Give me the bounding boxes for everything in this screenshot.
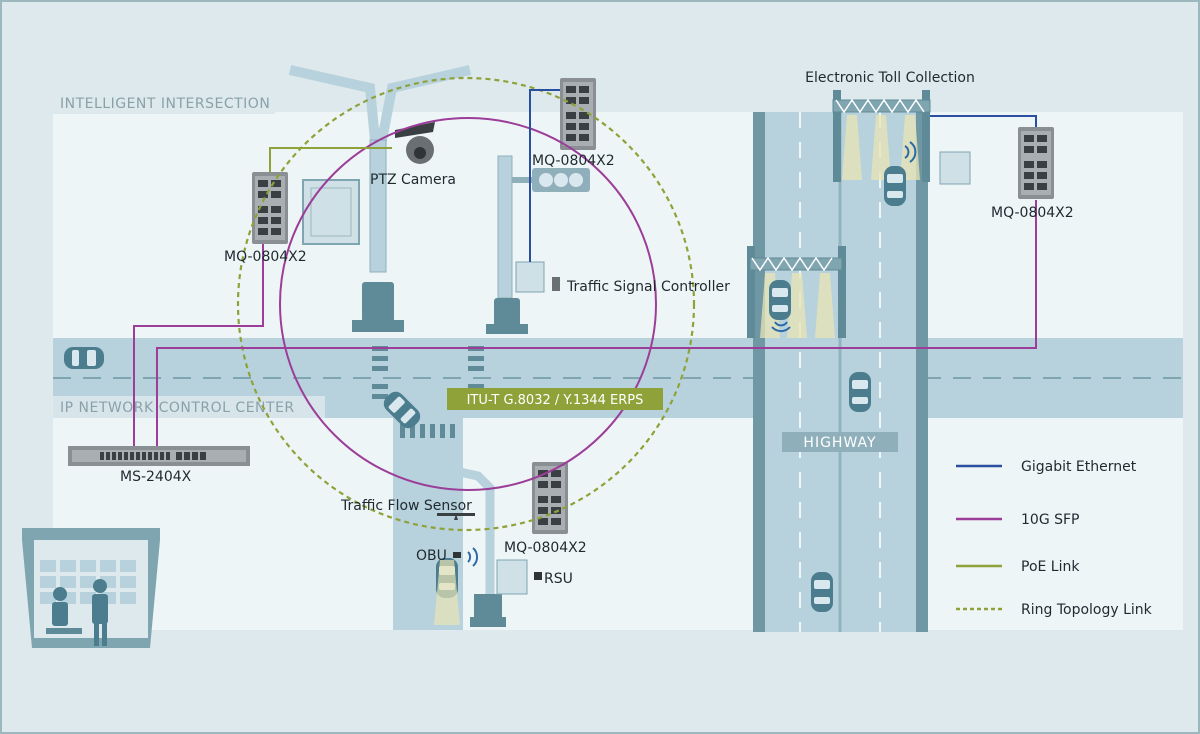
switch-left-icon <box>252 172 288 244</box>
control-center-zone-label: IP NETWORK CONTROL CENTER <box>60 400 295 416</box>
gigabit-link-toll <box>930 115 1037 127</box>
rsu-label: RSU <box>544 571 573 587</box>
legend: Gigabit Ethernet 10G SFP PoE Link Ring T… <box>956 459 1153 618</box>
ring-topology-link <box>236 76 696 532</box>
switch-bottom-label: MQ-0804X2 <box>504 540 587 556</box>
ptz-camera-icon <box>395 122 435 164</box>
road-car-1 <box>64 347 104 369</box>
signal-controller-box <box>515 261 545 293</box>
intersection-lower-zone <box>463 418 753 630</box>
signal-controller-label: Traffic Signal Controller <box>566 279 730 295</box>
signal-controller-icon <box>552 277 560 291</box>
switch-bottom-icon <box>532 462 568 534</box>
gigabit-link-signal <box>529 89 560 262</box>
toll-gantry-middle <box>747 246 846 338</box>
intersection-zone <box>53 112 753 338</box>
control-room-icon <box>22 528 160 648</box>
ptz-camera-label: PTZ Camera <box>370 172 456 188</box>
highway-car-1 <box>884 166 906 206</box>
sfp-link-right <box>156 200 1037 446</box>
erps-label: ITU-T G.8032 / Y.1344 ERPS <box>467 393 644 408</box>
switch-top-label: MQ-0804X2 <box>532 153 615 169</box>
intersection-tab <box>53 92 275 114</box>
poe-link <box>269 147 392 172</box>
highway-right-zone <box>928 112 1183 338</box>
core-switch-label: MS-2404X <box>120 469 192 485</box>
highway-label-bg <box>782 432 898 452</box>
highway-car-2 <box>769 280 791 320</box>
sfp-link-left <box>133 244 264 446</box>
erps-badge <box>447 388 663 410</box>
control-center-tab <box>53 396 325 418</box>
traffic-signal-pole <box>486 155 590 334</box>
traffic-flow-sensor-label: Traffic Flow Sensor <box>340 498 472 514</box>
obu-icon <box>453 552 461 558</box>
toll-cabinet <box>939 151 971 185</box>
switch-left-label: MQ-0804X2 <box>224 249 307 265</box>
toll-gantry-top <box>832 90 931 182</box>
rsu-icon <box>534 572 542 580</box>
switch-right-icon <box>1018 127 1054 199</box>
core-switch-icon <box>68 446 250 466</box>
etc-label: Electronic Toll Collection <box>805 70 975 86</box>
legend-label-gigabit: Gigabit Ethernet <box>1021 459 1137 475</box>
legend-label-ring: Ring Topology Link <box>1021 602 1153 618</box>
highway-car-4 <box>811 572 833 612</box>
intersection-zone-label: INTELLIGENT INTERSECTION <box>60 96 270 112</box>
legend-label-sfp: 10G SFP <box>1021 512 1080 528</box>
highway-label: HIGHWAY <box>803 435 876 451</box>
roadside-cabinet <box>302 179 360 245</box>
switch-right-label: MQ-0804X2 <box>991 205 1074 221</box>
traffic-flow-sensor-pole <box>431 461 506 627</box>
obu-label: OBU <box>416 548 447 564</box>
highway-car-3 <box>849 372 871 412</box>
crosswalk-south <box>400 424 455 438</box>
rsu-box <box>496 559 528 595</box>
sfp-ring-link <box>279 117 657 491</box>
legend-label-poe: PoE Link <box>1021 559 1080 575</box>
legend-zone <box>928 418 1183 630</box>
